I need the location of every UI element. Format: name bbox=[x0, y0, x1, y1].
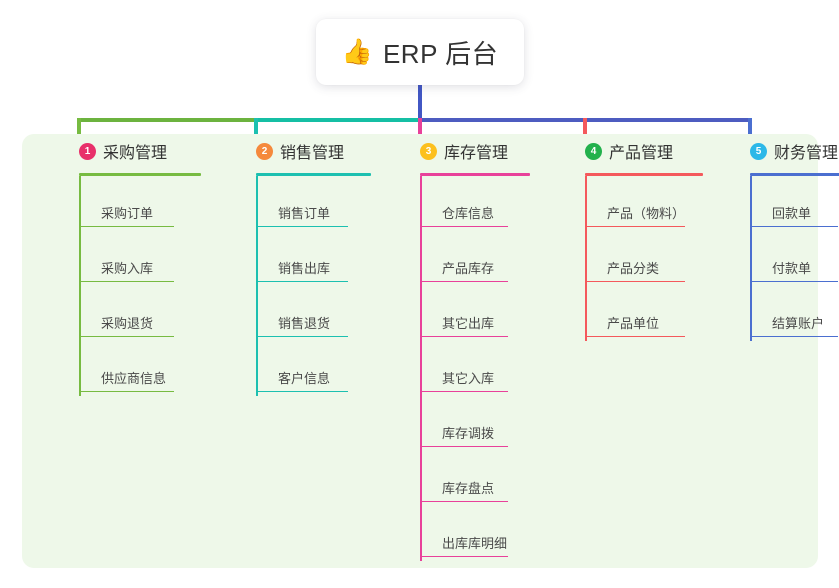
menu-item-underline bbox=[585, 225, 685, 227]
column-underline bbox=[750, 173, 839, 176]
menu-item-underline bbox=[79, 390, 174, 392]
menu-item-underline bbox=[585, 280, 685, 282]
column-underline bbox=[585, 173, 703, 176]
menu-item-underline bbox=[420, 445, 508, 447]
menu-item-label: 采购订单 bbox=[101, 206, 154, 221]
menu-item-label: 回款单 bbox=[772, 206, 812, 221]
menu-item-label: 库存盘点 bbox=[442, 481, 495, 496]
menu-item-label: 仓库信息 bbox=[442, 206, 495, 221]
menu-item-underline bbox=[79, 335, 174, 337]
menu-item-label: 付款单 bbox=[772, 261, 812, 276]
menu-item-label: 销售退货 bbox=[278, 316, 331, 331]
column-header-4[interactable]: 4 产品管理 bbox=[563, 134, 723, 168]
column-underline bbox=[79, 173, 201, 176]
column-产品管理: 4 产品管理产品（物料） 产品分类产品单位 bbox=[563, 134, 723, 341]
column-title: 库存管理 bbox=[444, 145, 509, 162]
column-badge-1: 1 bbox=[79, 142, 96, 160]
thumbs-up-icon: 👍 bbox=[341, 37, 373, 66]
column-库存管理: 3 库存管理仓库信息产品库存其它出库其它入库库存调拨库存盘点出库库明细 bbox=[398, 134, 558, 561]
menu-item-underline bbox=[420, 225, 508, 227]
menu-item-underline bbox=[750, 225, 838, 227]
column-header-5[interactable]: 5 财务管理 bbox=[728, 134, 839, 168]
menu-item-underline bbox=[79, 280, 174, 282]
column-采购管理: 1 采购管理采购订单采购入库采购退货供应商信息 bbox=[57, 134, 217, 396]
column-财务管理: 5 财务管理回款单付款单结算账户 bbox=[728, 134, 839, 341]
mindmap-panel: 1 采购管理采购订单采购入库采购退货供应商信息 2 销售管理销售订单销售出库销售退货客… bbox=[22, 134, 839, 568]
menu-item-underline bbox=[256, 390, 348, 392]
column-badge-3: 3 bbox=[420, 142, 437, 160]
column-header-1[interactable]: 1 采购管理 bbox=[57, 134, 217, 168]
menu-item-underline bbox=[256, 280, 348, 282]
menu-item-label: 产品库存 bbox=[442, 261, 495, 276]
root-title: ERP 后台 bbox=[382, 38, 499, 69]
menu-item-underline bbox=[420, 335, 508, 337]
column-badge-2: 2 bbox=[256, 142, 273, 160]
column-trunk-line bbox=[750, 176, 752, 341]
menu-item-label: 产品分类 bbox=[607, 261, 660, 276]
menu-item-label: 销售出库 bbox=[278, 261, 331, 276]
menu-item-underline bbox=[256, 335, 348, 337]
menu-item-label: 客户信息 bbox=[278, 371, 331, 386]
column-trunk-line bbox=[585, 176, 587, 341]
menu-item-label: 销售订单 bbox=[278, 206, 331, 221]
menu-item-label: 产品单位 bbox=[607, 316, 660, 331]
menu-item-underline bbox=[256, 225, 348, 227]
menu-item-label: 采购入库 bbox=[101, 261, 154, 276]
menu-item-underline bbox=[750, 335, 838, 337]
menu-item-underline bbox=[420, 500, 508, 502]
column-underline bbox=[256, 173, 371, 176]
menu-item-label: 出库库明细 bbox=[442, 536, 508, 551]
column-header-3[interactable]: 3 库存管理 bbox=[398, 134, 558, 168]
column-销售管理: 2 销售管理销售订单销售出库销售退货客户信息 bbox=[234, 134, 394, 396]
column-title: 产品管理 bbox=[609, 145, 674, 162]
column-badge-5: 5 bbox=[750, 142, 767, 160]
column-title: 采购管理 bbox=[103, 145, 168, 162]
menu-item-label: 其它入库 bbox=[442, 371, 495, 386]
menu-item-underline bbox=[585, 335, 685, 337]
menu-item-underline bbox=[420, 280, 508, 282]
column-badge-4: 4 bbox=[585, 142, 602, 160]
column-title: 财务管理 bbox=[774, 145, 839, 162]
menu-item-label: 其它出库 bbox=[442, 316, 495, 331]
menu-item-underline bbox=[79, 225, 174, 227]
root-node-card[interactable]: 👍 ERP 后台 bbox=[316, 19, 524, 85]
menu-item-label: 结算账户 bbox=[772, 316, 825, 331]
column-title: 销售管理 bbox=[280, 145, 345, 162]
menu-item-underline bbox=[750, 280, 838, 282]
column-trunk-line bbox=[79, 176, 81, 396]
menu-item-label: 供应商信息 bbox=[101, 371, 167, 386]
menu-item-underline bbox=[420, 390, 508, 392]
menu-item-label: 采购退货 bbox=[101, 316, 154, 331]
menu-item-label: 产品（物料） bbox=[607, 206, 686, 221]
column-header-2[interactable]: 2 销售管理 bbox=[234, 134, 394, 168]
menu-item-underline bbox=[420, 555, 508, 557]
column-trunk-line bbox=[256, 176, 258, 396]
column-underline bbox=[420, 173, 530, 176]
column-trunk-line bbox=[420, 176, 422, 561]
menu-item-label: 库存调拨 bbox=[442, 426, 495, 441]
